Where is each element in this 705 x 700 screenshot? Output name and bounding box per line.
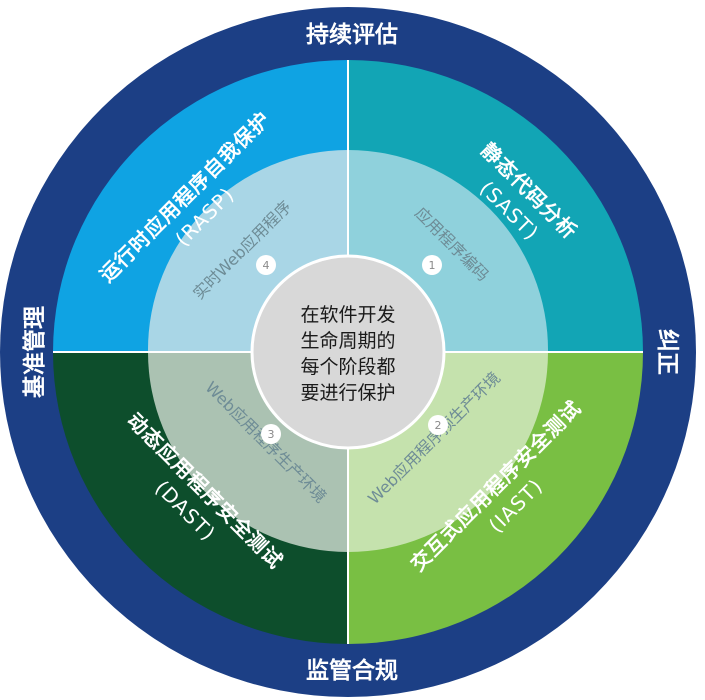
center-line-2: 生命周期的 [300, 330, 395, 352]
ring-label-right: 纠正 [654, 329, 680, 375]
center-line-1: 在软件开发 [300, 304, 395, 326]
stage-number-3: 3 [261, 424, 281, 444]
center-line-4: 要进行保护 [300, 382, 395, 404]
stage-number-2: 2 [428, 415, 448, 435]
ring-label-bottom: 监管合规 [306, 657, 398, 684]
ring-label-left: 基准管理 [21, 306, 48, 398]
svg-text:4: 4 [263, 259, 270, 272]
svg-text:2: 2 [435, 419, 442, 432]
stage-number-1: 1 [422, 255, 442, 275]
ring-label-top: 持续评估 [306, 21, 398, 48]
center-circle [250, 254, 446, 450]
svg-text:3: 3 [268, 428, 275, 441]
stage-number-4: 4 [256, 255, 276, 275]
svg-text:1: 1 [429, 259, 436, 272]
center-line-3: 每个阶段都 [300, 356, 395, 378]
